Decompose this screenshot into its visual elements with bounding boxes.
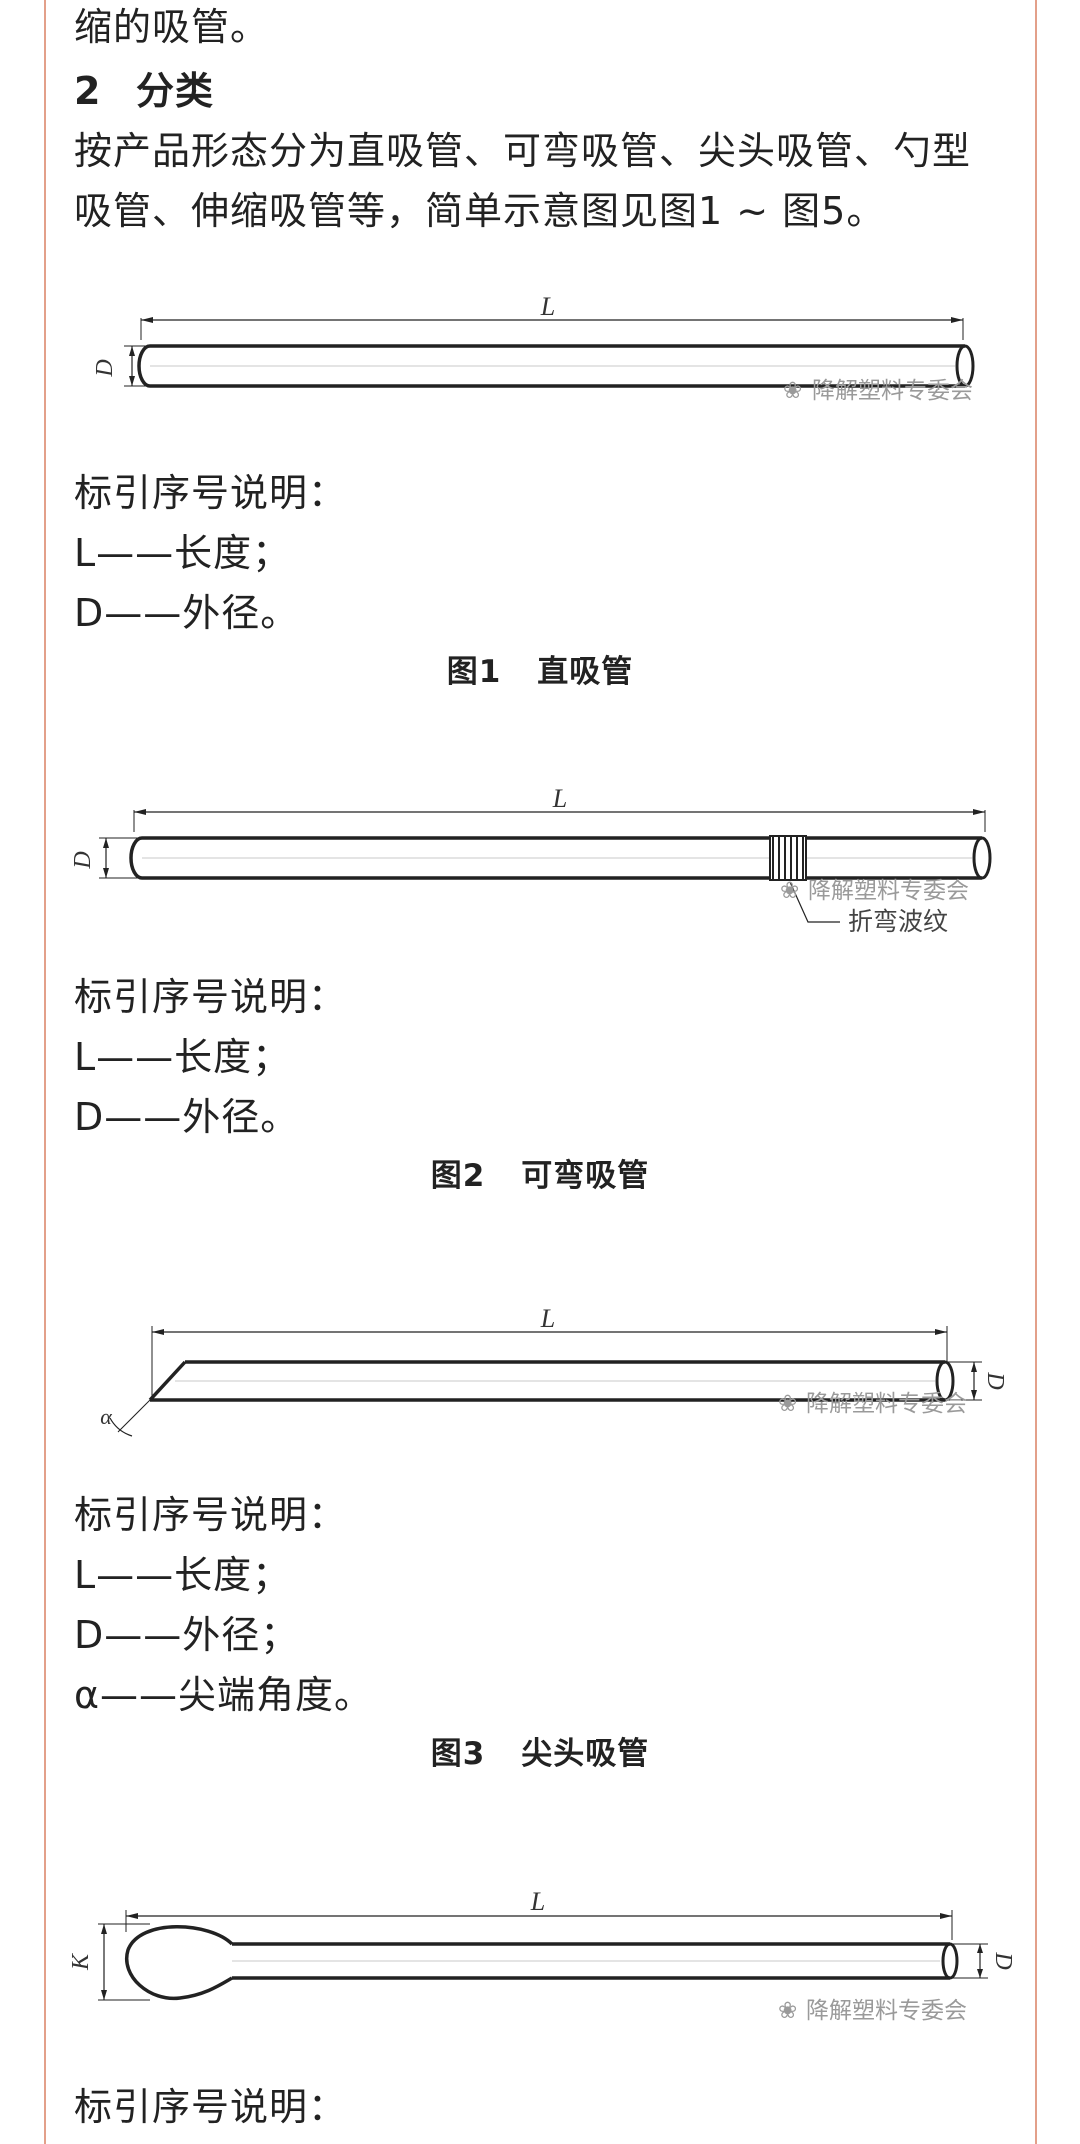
bend-corrugation xyxy=(769,835,807,881)
dim-d-arrows xyxy=(129,346,135,386)
straw-right-opening xyxy=(972,836,992,880)
legend-diameter: D——外径。 xyxy=(74,591,300,635)
legend-heading: 标引序号说明： xyxy=(74,1493,348,1537)
wm-icon: ❀ xyxy=(778,1390,797,1416)
label-l: L xyxy=(552,784,567,813)
figure-2-caption: 图2 可弯吸管 xyxy=(0,1156,1080,1196)
legend-length: L——长度； xyxy=(74,1035,292,1079)
bend-leader-line xyxy=(789,881,840,923)
figure-3-number: 图3 xyxy=(430,1736,486,1772)
frame-right-border xyxy=(1035,0,1037,2144)
label-d: D xyxy=(982,1371,1008,1389)
legend-diameter: D——外径。 xyxy=(74,1095,300,1139)
figure-1-number: 图1 xyxy=(446,654,502,690)
intro-tail-text: 缩的吸管。 xyxy=(74,5,270,49)
angle-ext-line xyxy=(117,1399,151,1433)
figure-3-diagram: L D α ❀ 降解塑料专委会 xyxy=(100,1304,1008,1437)
figure-1-caption: 图1 直吸管 xyxy=(0,652,1080,692)
straw-right-opening xyxy=(955,344,975,388)
section-number: 2 xyxy=(74,69,102,113)
figure-1-title: 直吸管 xyxy=(537,654,634,690)
spoon-head xyxy=(124,1925,234,2001)
watermark-text: 降解塑料专委会 xyxy=(806,1997,967,2023)
legend-length: L——长度； xyxy=(74,1553,292,1597)
figure-2-number: 图2 xyxy=(430,1158,486,1194)
wm-icon: ❀ xyxy=(783,377,802,403)
wm-icon: ❀ xyxy=(778,1997,797,2023)
legend-alpha: α——尖端角度。 xyxy=(74,1673,374,1717)
label-d: D xyxy=(92,359,118,377)
section-heading: 2 分类 xyxy=(74,66,214,116)
watermark-text: 降解塑料专委会 xyxy=(808,877,969,903)
label-d: D xyxy=(70,851,96,869)
legend-heading: 标引序号说明： xyxy=(74,975,348,1019)
wm-icon: ❀ xyxy=(780,877,799,903)
dim-d-arrows xyxy=(103,838,109,878)
paragraph-line-1: 按产品形态分为直吸管、可弯吸管、尖头吸管、勺型 xyxy=(74,129,972,173)
legend-diameter: D——外径； xyxy=(74,1613,300,1657)
straw-left-end xyxy=(137,344,151,388)
figure-1-diagram: L D ❀ 降解塑料专委会 xyxy=(92,292,975,403)
legend-heading: 标引序号说明： xyxy=(74,2085,348,2129)
straw-right-opening xyxy=(941,1942,959,1980)
legend-length: L——长度； xyxy=(74,531,292,575)
straw-pointed-tip xyxy=(148,1360,187,1402)
figure-2-title: 可弯吸管 xyxy=(521,1158,650,1194)
legend-heading: 标引序号说明： xyxy=(74,471,348,515)
figure-3-title: 尖头吸管 xyxy=(521,1736,650,1772)
label-d: D xyxy=(990,1951,1016,1969)
frame-left-border xyxy=(44,0,46,2144)
section-title: 分类 xyxy=(136,69,215,113)
angle-arc xyxy=(109,1417,133,1437)
figure-3-caption: 图3 尖头吸管 xyxy=(0,1734,1080,1774)
figure-2-diagram: L D ❀ 降解塑料专委会 折弯波纹 xyxy=(70,784,992,936)
label-l: L xyxy=(540,292,555,321)
dim-d-arrows xyxy=(977,1944,983,1978)
figure-4-diagram: L K D ❀ 降解塑料专委会 xyxy=(68,1887,1016,2023)
straw-left-end xyxy=(129,836,143,880)
label-bend: 折弯波纹 xyxy=(848,908,948,936)
dim-d-arrows xyxy=(971,1362,977,1400)
watermark-text: 降解塑料专委会 xyxy=(806,1390,967,1416)
paragraph-line-2: 吸管、伸缩吸管等，简单示意图见图1 ~ 图5。 xyxy=(74,189,886,233)
label-alpha: α xyxy=(100,1404,112,1429)
label-k: K xyxy=(68,1952,94,1971)
label-l: L xyxy=(530,1887,545,1916)
watermark-text: 降解塑料专委会 xyxy=(812,377,973,403)
label-l: L xyxy=(540,1304,555,1333)
